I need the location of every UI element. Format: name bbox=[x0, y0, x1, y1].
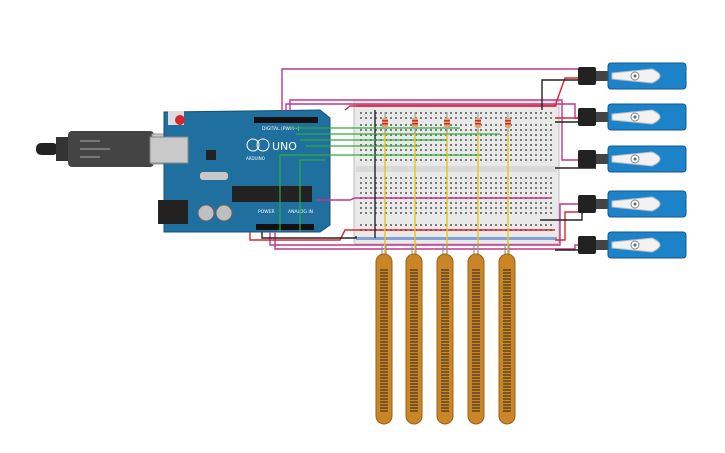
resistors bbox=[382, 112, 511, 134]
wires-yellow bbox=[384, 130, 509, 254]
servo-motor[interactable] bbox=[578, 103, 687, 131]
arduino-brand-label: ARDUINO bbox=[246, 156, 265, 161]
resistor[interactable] bbox=[412, 112, 418, 134]
resistor[interactable] bbox=[505, 112, 511, 134]
digital-header-label: DIGITAL (PWM~) bbox=[262, 126, 300, 132]
resistor[interactable] bbox=[475, 112, 481, 134]
flex-sensor[interactable] bbox=[436, 244, 454, 425]
servos bbox=[578, 62, 687, 259]
servo-motor[interactable] bbox=[578, 62, 687, 90]
breadboard-holes bbox=[360, 112, 552, 231]
flex-sensor[interactable] bbox=[405, 244, 423, 425]
flex-sensor[interactable] bbox=[467, 244, 485, 425]
flex-sensors bbox=[375, 244, 516, 425]
power-label: POWER bbox=[258, 209, 275, 215]
servo-motor[interactable] bbox=[578, 231, 687, 259]
arduino-uno-board[interactable]: UNO ARDUINO DIGITAL (PWM~) POWER ANALOG … bbox=[149, 109, 331, 233]
resistor[interactable] bbox=[444, 112, 450, 134]
servo-motor[interactable] bbox=[578, 190, 687, 218]
resistor[interactable] bbox=[382, 112, 388, 134]
flex-sensor[interactable] bbox=[375, 244, 393, 425]
flex-sensor[interactable] bbox=[498, 244, 516, 425]
servo-motor[interactable] bbox=[578, 145, 687, 173]
arduino-model-label: UNO bbox=[272, 140, 297, 153]
wires-green bbox=[279, 127, 500, 232]
reset-button[interactable] bbox=[175, 115, 185, 125]
